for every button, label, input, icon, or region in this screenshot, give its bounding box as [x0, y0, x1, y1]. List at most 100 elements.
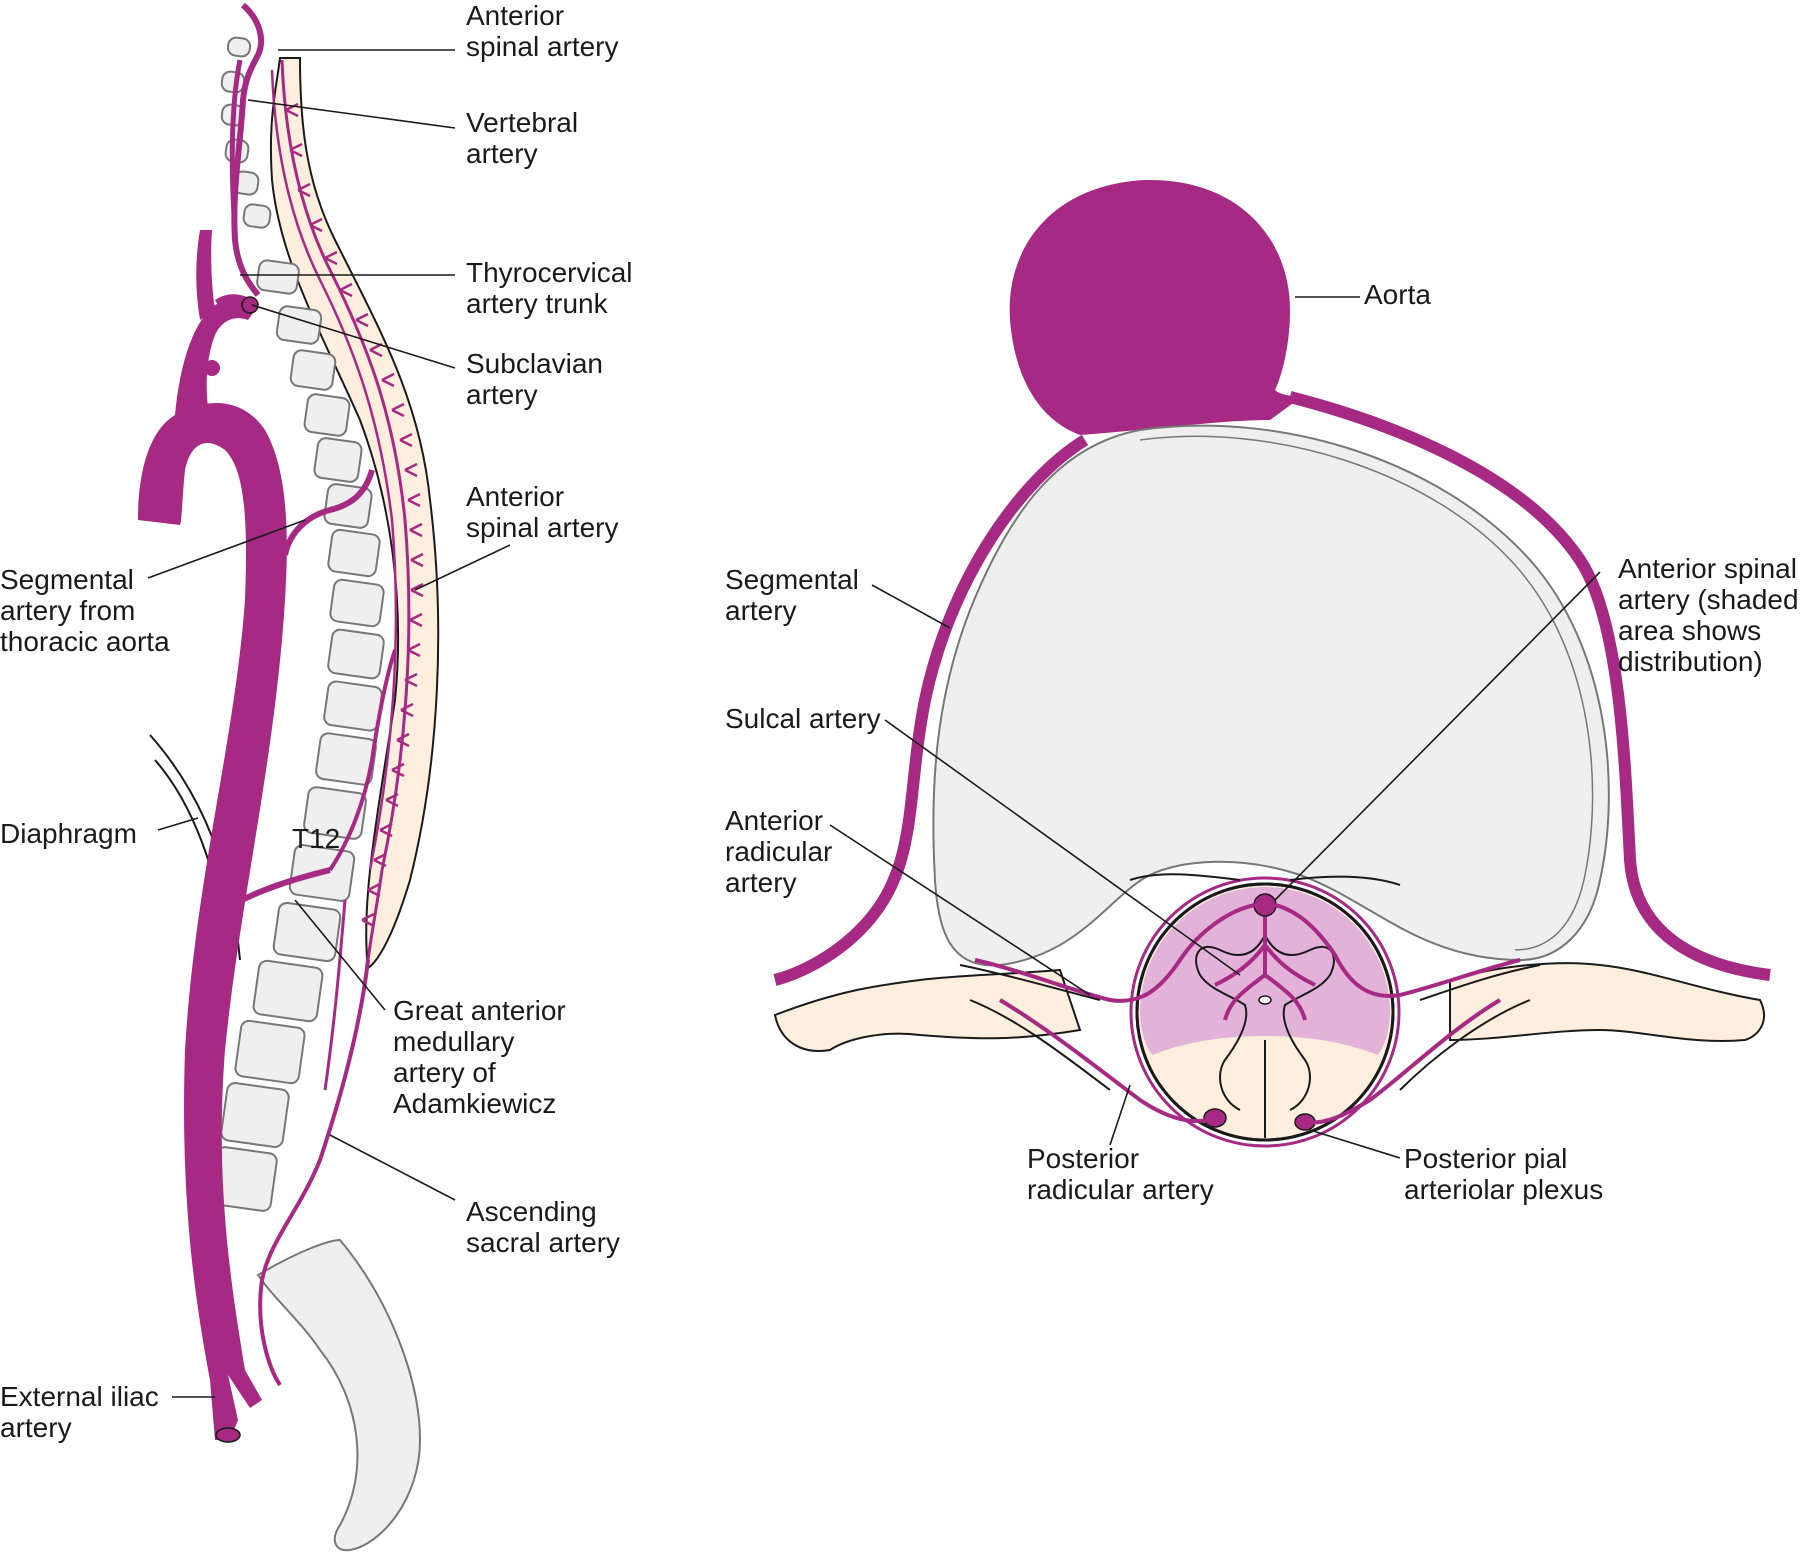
radicular-twig [396, 732, 410, 748]
vertebral-body [327, 528, 381, 578]
anterior-spinal-artery-line [280, 59, 411, 961]
anterior-spinal-artery-line-2 [270, 69, 398, 871]
radicular-twig [379, 822, 393, 838]
radicular-twig [324, 250, 338, 266]
vertebral-body [234, 1019, 306, 1085]
radicular-twig [400, 702, 414, 718]
radicular-twig [297, 182, 311, 198]
vertebral-artery [231, 2, 264, 297]
arch-branch-bump [204, 360, 220, 376]
leader-sulcal [884, 719, 1241, 976]
sulcal-artery-branches [1214, 905, 1316, 1021]
vertebral-body-inner [1139, 435, 1594, 951]
subclavian-branch [196, 230, 215, 320]
cross-section-view [773, 179, 1771, 1159]
vertebral-body [252, 959, 324, 1023]
leader-posterior-pial [1309, 1129, 1401, 1159]
vertebral-body [323, 680, 383, 732]
label-aorta: Aorta [1364, 279, 1431, 310]
leader-anterior-radicular [829, 824, 1091, 996]
radicular-twig [339, 282, 353, 298]
nerve-root-right [1449, 962, 1765, 1043]
radicular-twig [309, 217, 323, 233]
sacrum [256, 1238, 422, 1552]
vertebral-body [329, 578, 385, 628]
vertebral-column [210, 36, 385, 1212]
radicular-twig [391, 402, 405, 418]
descending-aorta [138, 403, 287, 1440]
dura-lines-right [1289, 875, 1541, 1091]
aorta-cross-section [1009, 179, 1300, 435]
posterior-radicular-artery-right [1304, 998, 1502, 1125]
central-canal [1258, 995, 1272, 1005]
label-sulcal-artery: Sulcal artery [725, 703, 881, 734]
subclavian-cut-end [241, 296, 259, 314]
anterior-spinal-artery-cross [1253, 893, 1277, 917]
radicular-twig [409, 522, 423, 538]
segmental-artery-thoracic [282, 469, 375, 556]
radicular-twig [373, 852, 387, 868]
segmental-artery-loop [773, 434, 1089, 986]
vertebral-body-cross-section [932, 424, 1610, 967]
leader-subclavian [251, 304, 456, 369]
leader-anterior-spinal-mid [414, 544, 511, 591]
dura-lines-left [959, 873, 1241, 1091]
sacral-branch [323, 899, 347, 1091]
leader-ascending-sacral [329, 1134, 456, 1201]
vertebral-body [313, 437, 363, 483]
leader-segmental [871, 584, 951, 629]
leader-vertebral [247, 99, 456, 129]
aortic-arch [175, 299, 255, 420]
radicular-twig [391, 762, 405, 778]
vertebral-artery-left [229, 59, 243, 231]
ascending-sacral-artery [258, 959, 370, 1387]
radicular-twig [399, 432, 413, 448]
radicular-twig [409, 612, 423, 628]
radicular-twig [410, 582, 424, 598]
pial-plexus-ring [1129, 876, 1401, 1148]
radicular-twig [361, 912, 375, 928]
label-diaphragm: Diaphragm [0, 818, 137, 849]
leader-posterior-radicular [1109, 1084, 1131, 1146]
segmental-artery-loop-right [1288, 391, 1771, 981]
vertebral-body [242, 203, 272, 229]
radicular-twig [404, 462, 418, 478]
anterior-radicular-artery-left [974, 903, 1256, 1003]
leader-great-anterior [294, 899, 386, 1011]
vertebral-body [272, 901, 342, 963]
radicular-twigs [285, 102, 424, 928]
radicular-twig [289, 142, 303, 158]
vertebral-body [220, 1082, 290, 1148]
radicular-twig [285, 102, 299, 118]
vertebral-body [226, 36, 252, 58]
radicular-twig [385, 792, 399, 808]
vertebral-body [327, 628, 385, 680]
radicular-twig [367, 882, 381, 898]
vertebral-body [315, 732, 377, 786]
leader-diaphragm [157, 817, 199, 831]
t12-label: T12 [292, 823, 340, 854]
external-iliac-cut-end [215, 1427, 241, 1443]
segmental-artery-lumbar [230, 867, 331, 908]
vertebral-body [303, 786, 367, 840]
vertebral-body [256, 259, 300, 295]
leader-segmental-thoracic [147, 519, 306, 579]
radicular-twig [410, 552, 424, 568]
sagittal-view: T12 [138, 2, 511, 1552]
grey-matter [1195, 934, 1335, 1111]
